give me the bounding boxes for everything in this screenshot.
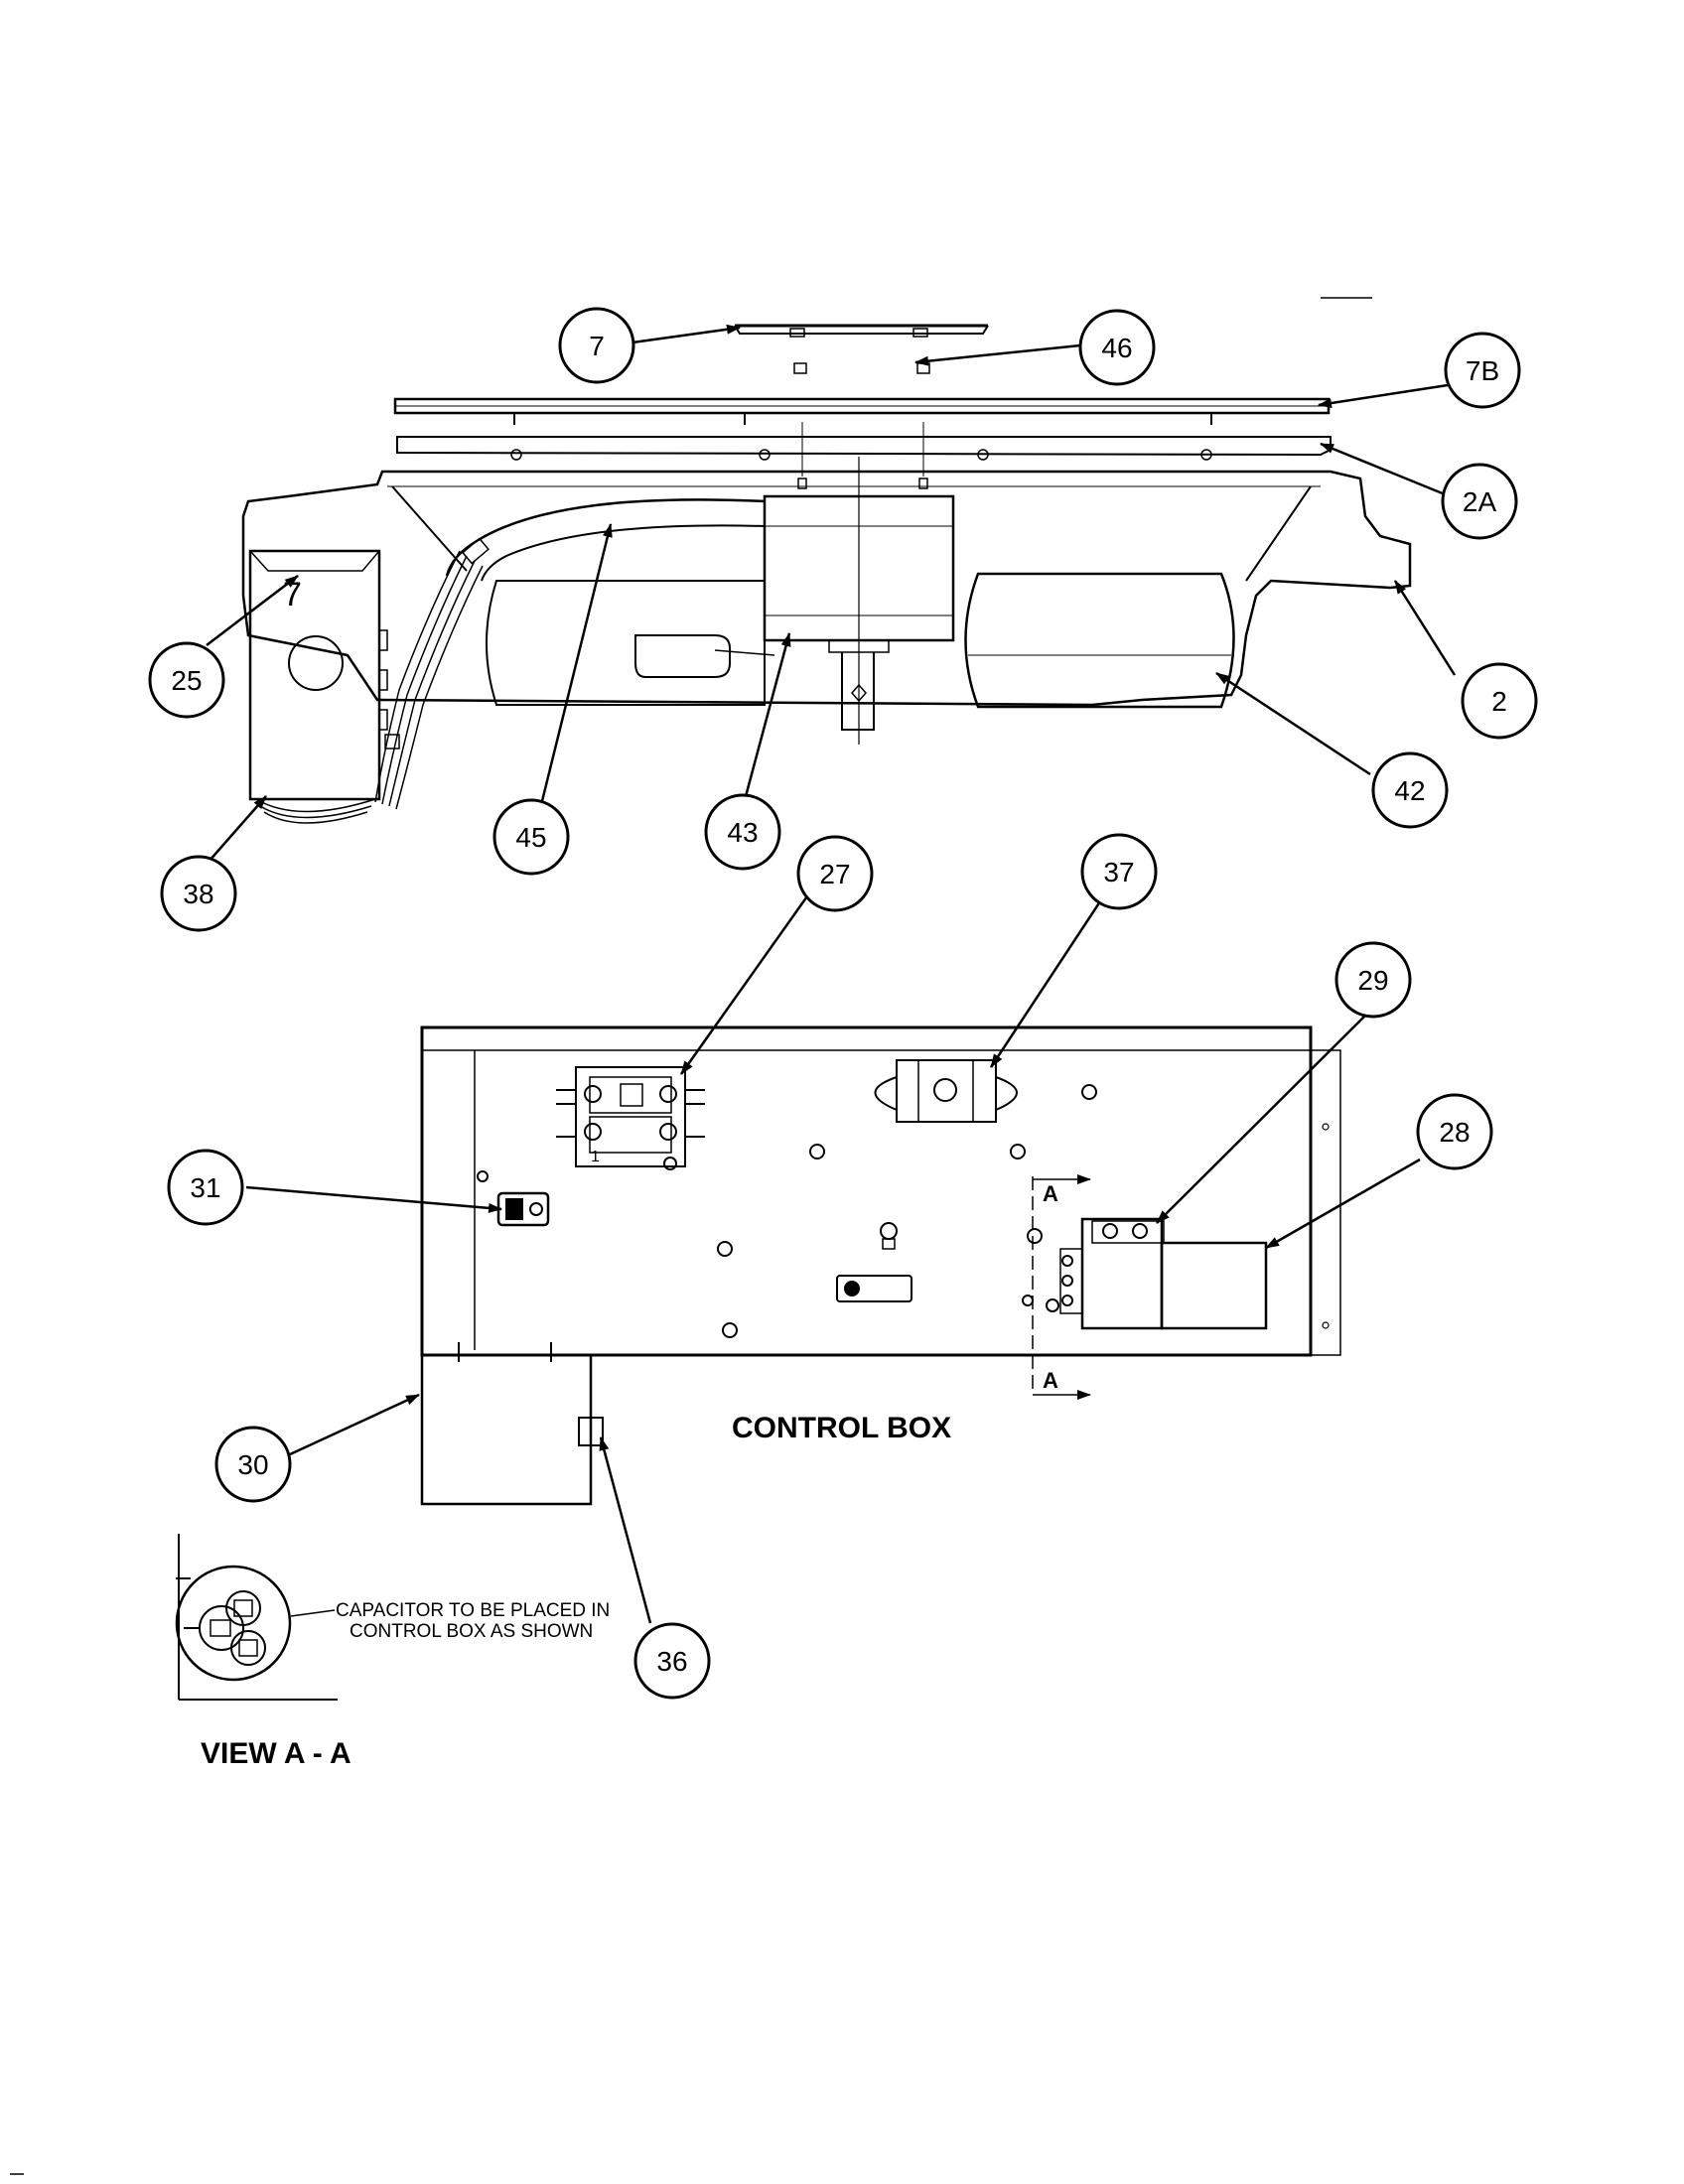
callout-43: 43 xyxy=(704,793,781,871)
top-rail xyxy=(393,397,1331,425)
callout-31: 31 xyxy=(167,1149,244,1226)
contactor xyxy=(556,1066,705,1170)
lower-cover xyxy=(420,1342,604,1506)
left-tank xyxy=(486,580,775,706)
callout-45: 45 xyxy=(492,798,570,876)
svg-text:43: 43 xyxy=(727,817,758,848)
callout-46: 46 xyxy=(1078,309,1156,386)
callout-28: 28 xyxy=(1416,1093,1493,1170)
wiring-harness xyxy=(374,498,766,810)
upper-assembly: 7 xyxy=(241,324,1412,824)
svg-text:37: 37 xyxy=(1103,857,1134,887)
view-aa-detail xyxy=(175,1534,338,1701)
capacitor-note-line1: CAPACITOR TO BE PLACED IN xyxy=(336,1600,610,1621)
svg-text:38: 38 xyxy=(183,879,213,909)
svg-text:46: 46 xyxy=(1101,333,1132,363)
callout-2a: 2A xyxy=(1441,463,1518,540)
top-bracket xyxy=(734,324,989,374)
contactor-terminal-label: 1 xyxy=(591,1149,600,1165)
callout-7: 7 xyxy=(558,307,635,384)
view-aa-caption: VIEW A - A xyxy=(201,1737,351,1770)
terminal-box xyxy=(248,549,400,824)
svg-text:7: 7 xyxy=(589,331,605,361)
mounting-plate xyxy=(396,422,1332,477)
switch xyxy=(496,1191,550,1227)
control-leaders xyxy=(245,892,1421,1624)
svg-text:31: 31 xyxy=(190,1172,220,1203)
section-label-a-top: A xyxy=(1043,1181,1058,1206)
control-box-caption: CONTROL BOX xyxy=(732,1412,951,1444)
callout-36: 36 xyxy=(633,1622,711,1700)
main-housing xyxy=(241,470,1412,707)
upper-leaders xyxy=(206,324,1457,863)
capacitor-assembly xyxy=(1046,1217,1268,1330)
callouts: 7 46 7B 2A 2 25 42 45 43 38 27 37 29 28 … xyxy=(148,307,1538,1700)
right-tank xyxy=(964,572,1235,709)
svg-text:42: 42 xyxy=(1394,775,1425,806)
callout-37: 37 xyxy=(1080,833,1158,910)
svg-text:28: 28 xyxy=(1439,1117,1470,1148)
svg-text:36: 36 xyxy=(656,1646,687,1677)
svg-text:7B: 7B xyxy=(1466,355,1499,386)
callout-29: 29 xyxy=(1334,941,1412,1019)
svg-text:29: 29 xyxy=(1357,965,1388,996)
callout-2: 2 xyxy=(1461,662,1538,740)
svg-text:25: 25 xyxy=(171,665,202,696)
callout-25: 25 xyxy=(148,641,225,719)
center-bracket xyxy=(763,457,955,745)
svg-text:30: 30 xyxy=(237,1449,268,1480)
svg-text:27: 27 xyxy=(819,859,850,889)
svg-text:2A: 2A xyxy=(1463,486,1497,517)
svg-text:2: 2 xyxy=(1491,686,1507,717)
callout-27: 27 xyxy=(796,835,874,912)
callout-30: 30 xyxy=(214,1426,292,1503)
relay xyxy=(874,1059,1018,1123)
section-label-a-bottom: A xyxy=(1043,1368,1058,1393)
callout-7b: 7B xyxy=(1444,332,1521,409)
svg-text:45: 45 xyxy=(515,822,546,853)
callout-38: 38 xyxy=(160,855,237,932)
section-line xyxy=(1032,1174,1091,1400)
capacitor-note-line2: CONTROL BOX AS SHOWN xyxy=(350,1621,593,1642)
callout-42: 42 xyxy=(1371,751,1449,829)
